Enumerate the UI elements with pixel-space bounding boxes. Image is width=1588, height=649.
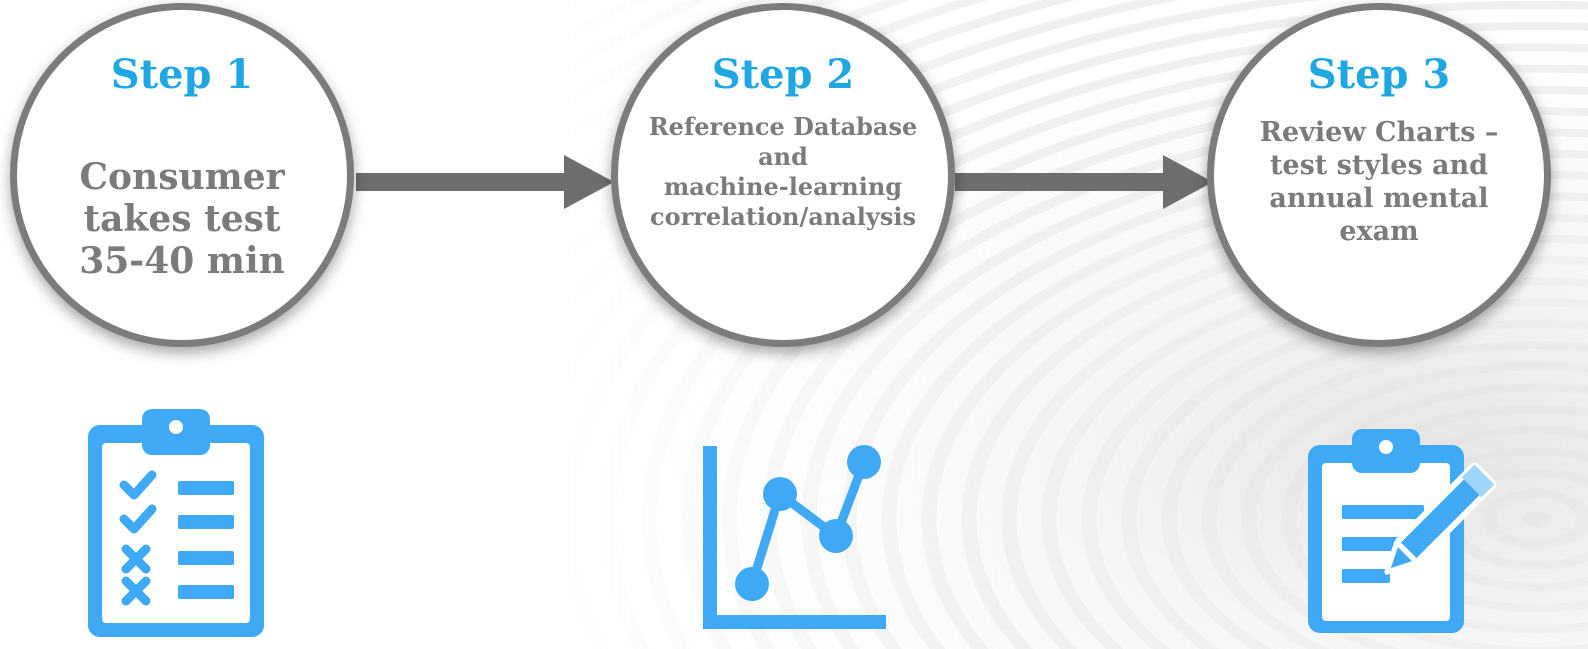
arrow-step2-to-step3 [955,155,1213,209]
step-1-circle: Step 1 Consumer takes test 35-40 min [10,3,354,347]
step-3-title: Step 3 [1307,51,1451,98]
step-2-title: Step 2 [711,51,855,98]
step-2-description: Reference Database and machine-learning … [648,112,918,231]
step-1-title: Step 1 [110,51,254,98]
step-3-circle: Step 3 Review Charts – test styles and a… [1207,3,1551,347]
step-1-description: Consumer takes test 35-40 min [79,156,285,282]
clipboard-checklist-icon [88,409,264,637]
arrow-step1-to-step2 [356,155,614,209]
step-3-description: Review Charts – test styles and annual m… [1259,117,1499,247]
line-chart-icon [703,445,886,629]
step-2-circle: Step 2 Reference Database and machine-le… [611,3,955,347]
clipboard-edit-icon [1308,429,1497,633]
